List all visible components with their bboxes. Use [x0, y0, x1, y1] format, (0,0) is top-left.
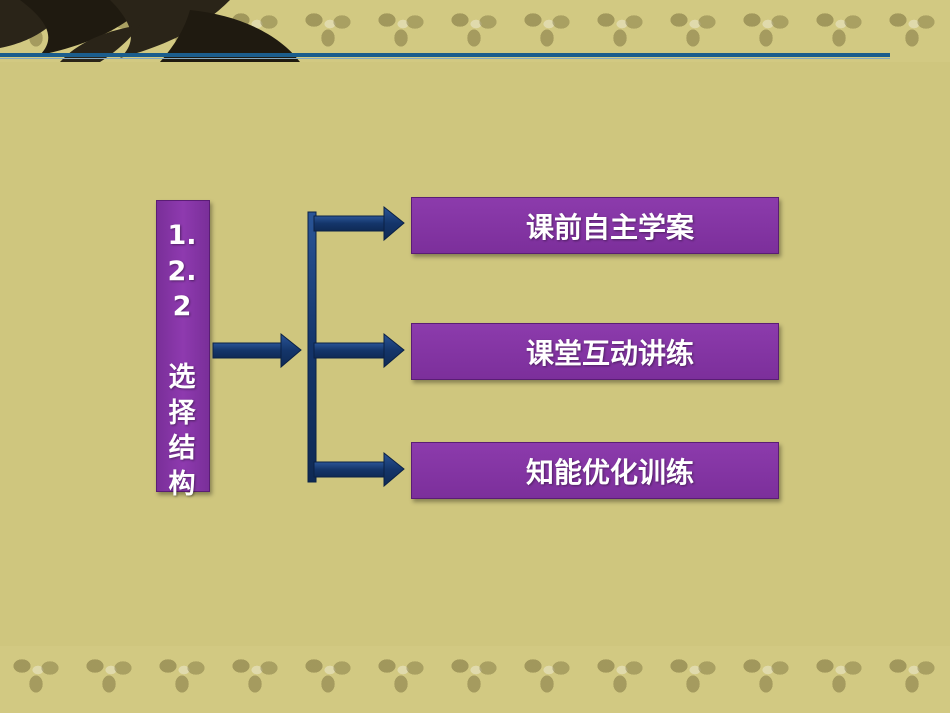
main-arrow [212, 332, 302, 369]
branch-arrow-1 [313, 205, 405, 242]
option-label: 课前自主学案 [525, 210, 694, 244]
option-skill-training[interactable]: 知能优化训练 [411, 442, 779, 499]
branch-arrow-3 [313, 451, 405, 488]
branch-arrow-2 [313, 332, 405, 369]
option-classroom-practice[interactable]: 课堂互动讲练 [411, 323, 779, 380]
header-rule [0, 53, 890, 59]
topic-box [156, 200, 210, 492]
option-label: 课堂互动讲练 [525, 336, 694, 370]
bottom-clover-band [0, 646, 950, 713]
option-label: 知能优化训练 [525, 455, 694, 489]
topic-title: 1. 2. 2 选 择 结 构 [167, 220, 197, 500]
option-preview-study[interactable]: 课前自主学案 [411, 197, 779, 254]
